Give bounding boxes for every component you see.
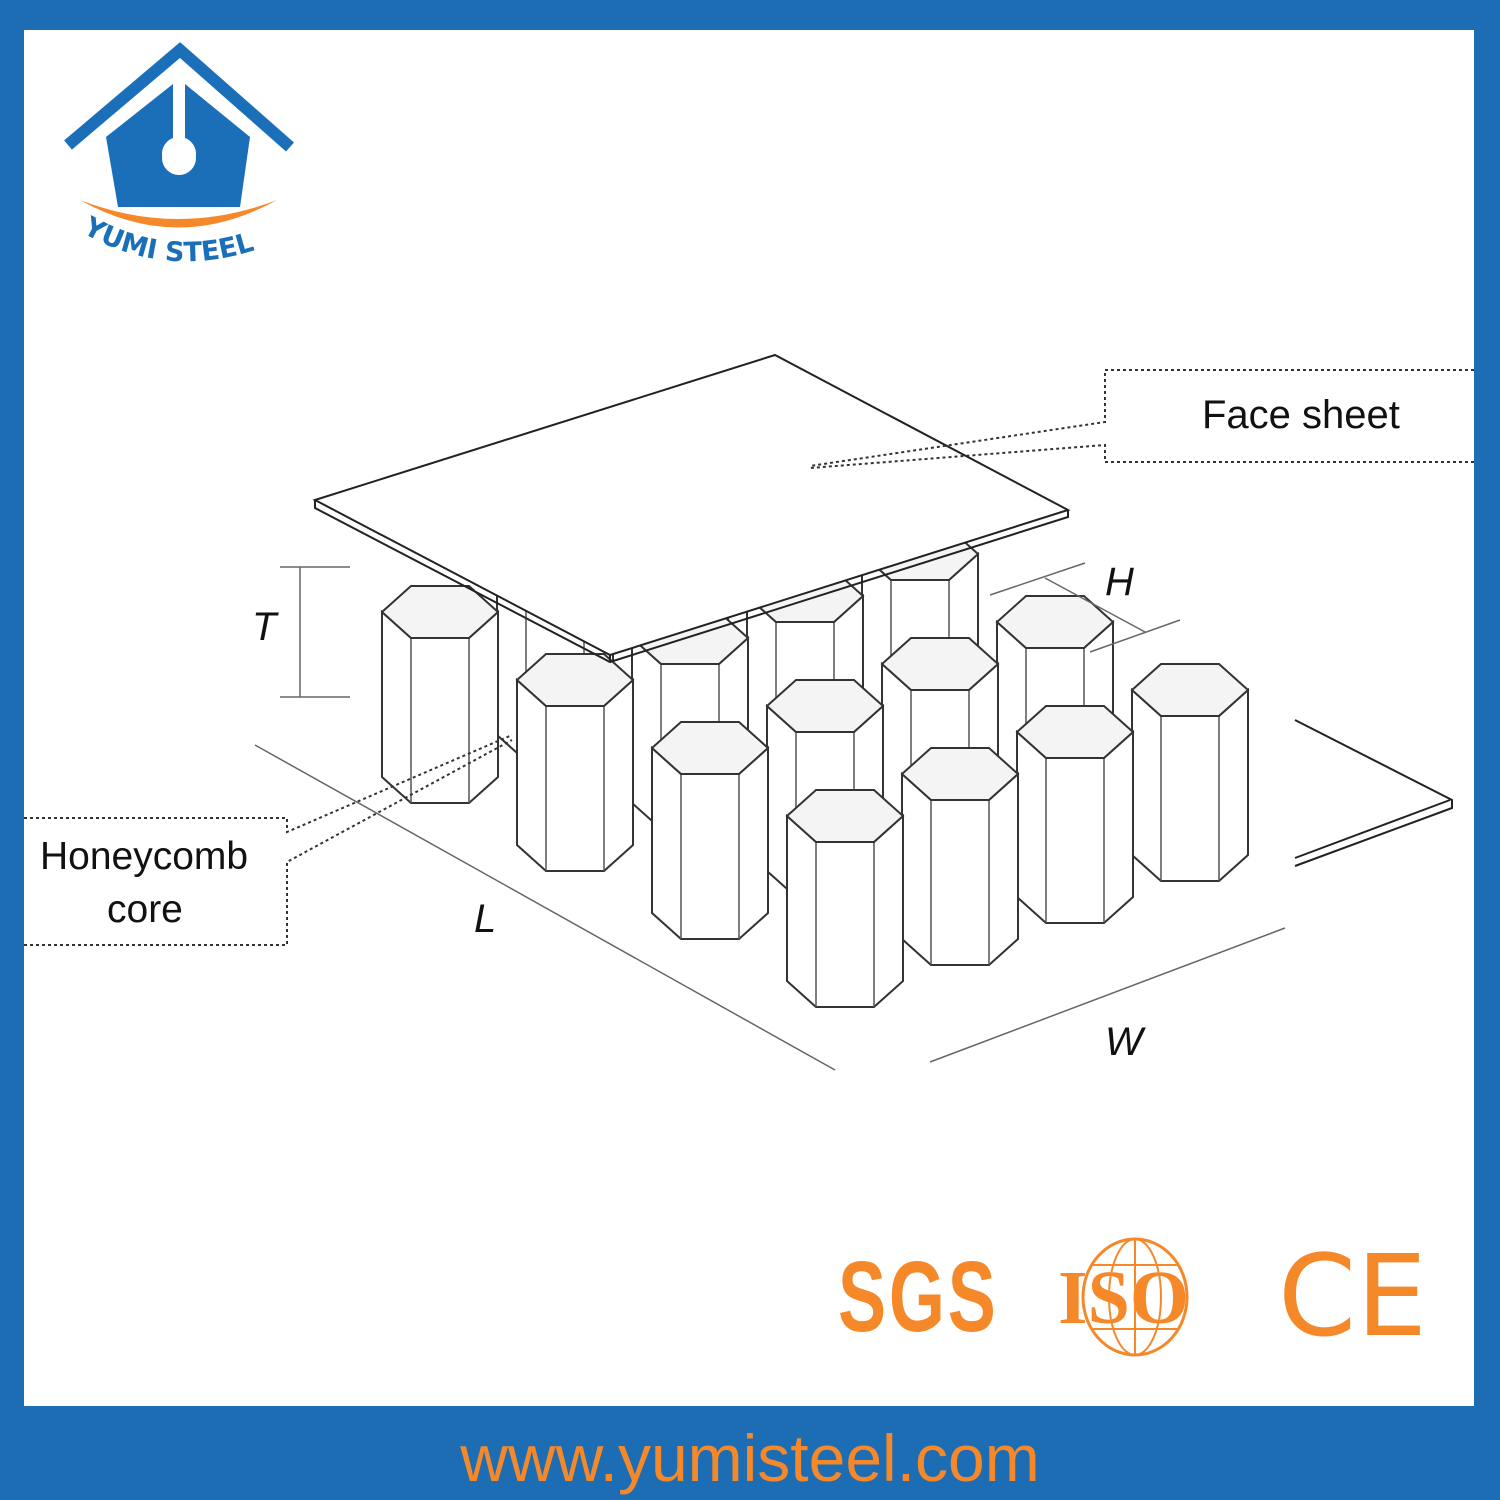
website-url[interactable]: www.yumisteel.com — [460, 1421, 1040, 1495]
yumi-steel-logo: YUMI STEEL — [64, 42, 294, 269]
honeycomb-cell — [650, 721, 770, 940]
callouts — [24, 369, 1474, 946]
face-sheet — [312, 353, 1071, 664]
sgs-cert: SGS — [838, 1241, 999, 1353]
dimension-t-label: T — [252, 605, 277, 649]
honeycomb-cell — [1130, 663, 1250, 882]
dimension-h-label: H — [1105, 560, 1134, 604]
honeycomb-cell — [900, 747, 1020, 966]
dimension-l-label: L — [474, 897, 497, 941]
ce-cert: CE — [1278, 1232, 1427, 1362]
bottom-face-sheet — [1294, 719, 1453, 867]
honeycomb-cell — [515, 653, 635, 872]
honeycomb-label-line2: core — [107, 888, 183, 931]
iso-globe-icon — [1081, 1237, 1189, 1357]
face-sheet-label: Face sheet — [1202, 393, 1400, 437]
honeycomb-cell — [1015, 705, 1135, 924]
honeycomb-cell — [785, 789, 905, 1008]
dimension-w-label: W — [1105, 1020, 1143, 1064]
honeycomb-label-line1: Honeycomb — [40, 835, 249, 878]
dimension-lines — [254, 562, 1286, 1071]
honeycomb-cell — [380, 585, 500, 804]
iso-cert: ISO — [1058, 1256, 1189, 1340]
